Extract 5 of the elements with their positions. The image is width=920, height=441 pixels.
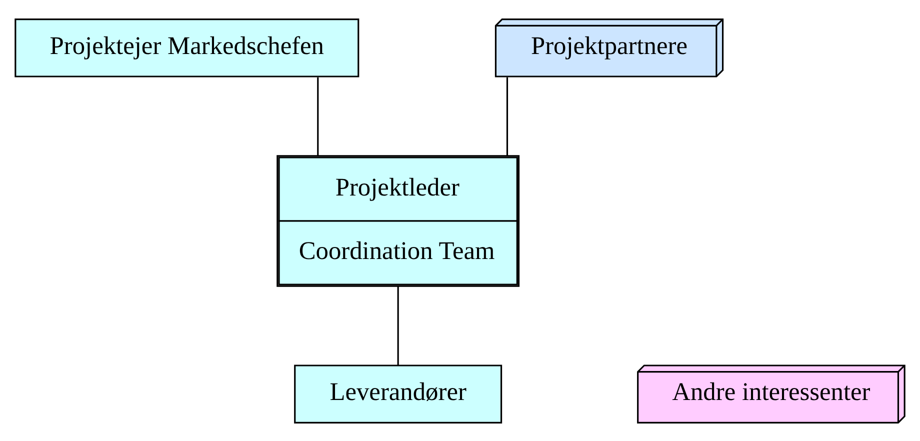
node-box: Projektejer Markedschefen [14,18,360,77]
connector [397,286,399,365]
connector [317,76,319,156]
node-box: Leverandører [294,364,502,423]
connector [506,76,508,156]
